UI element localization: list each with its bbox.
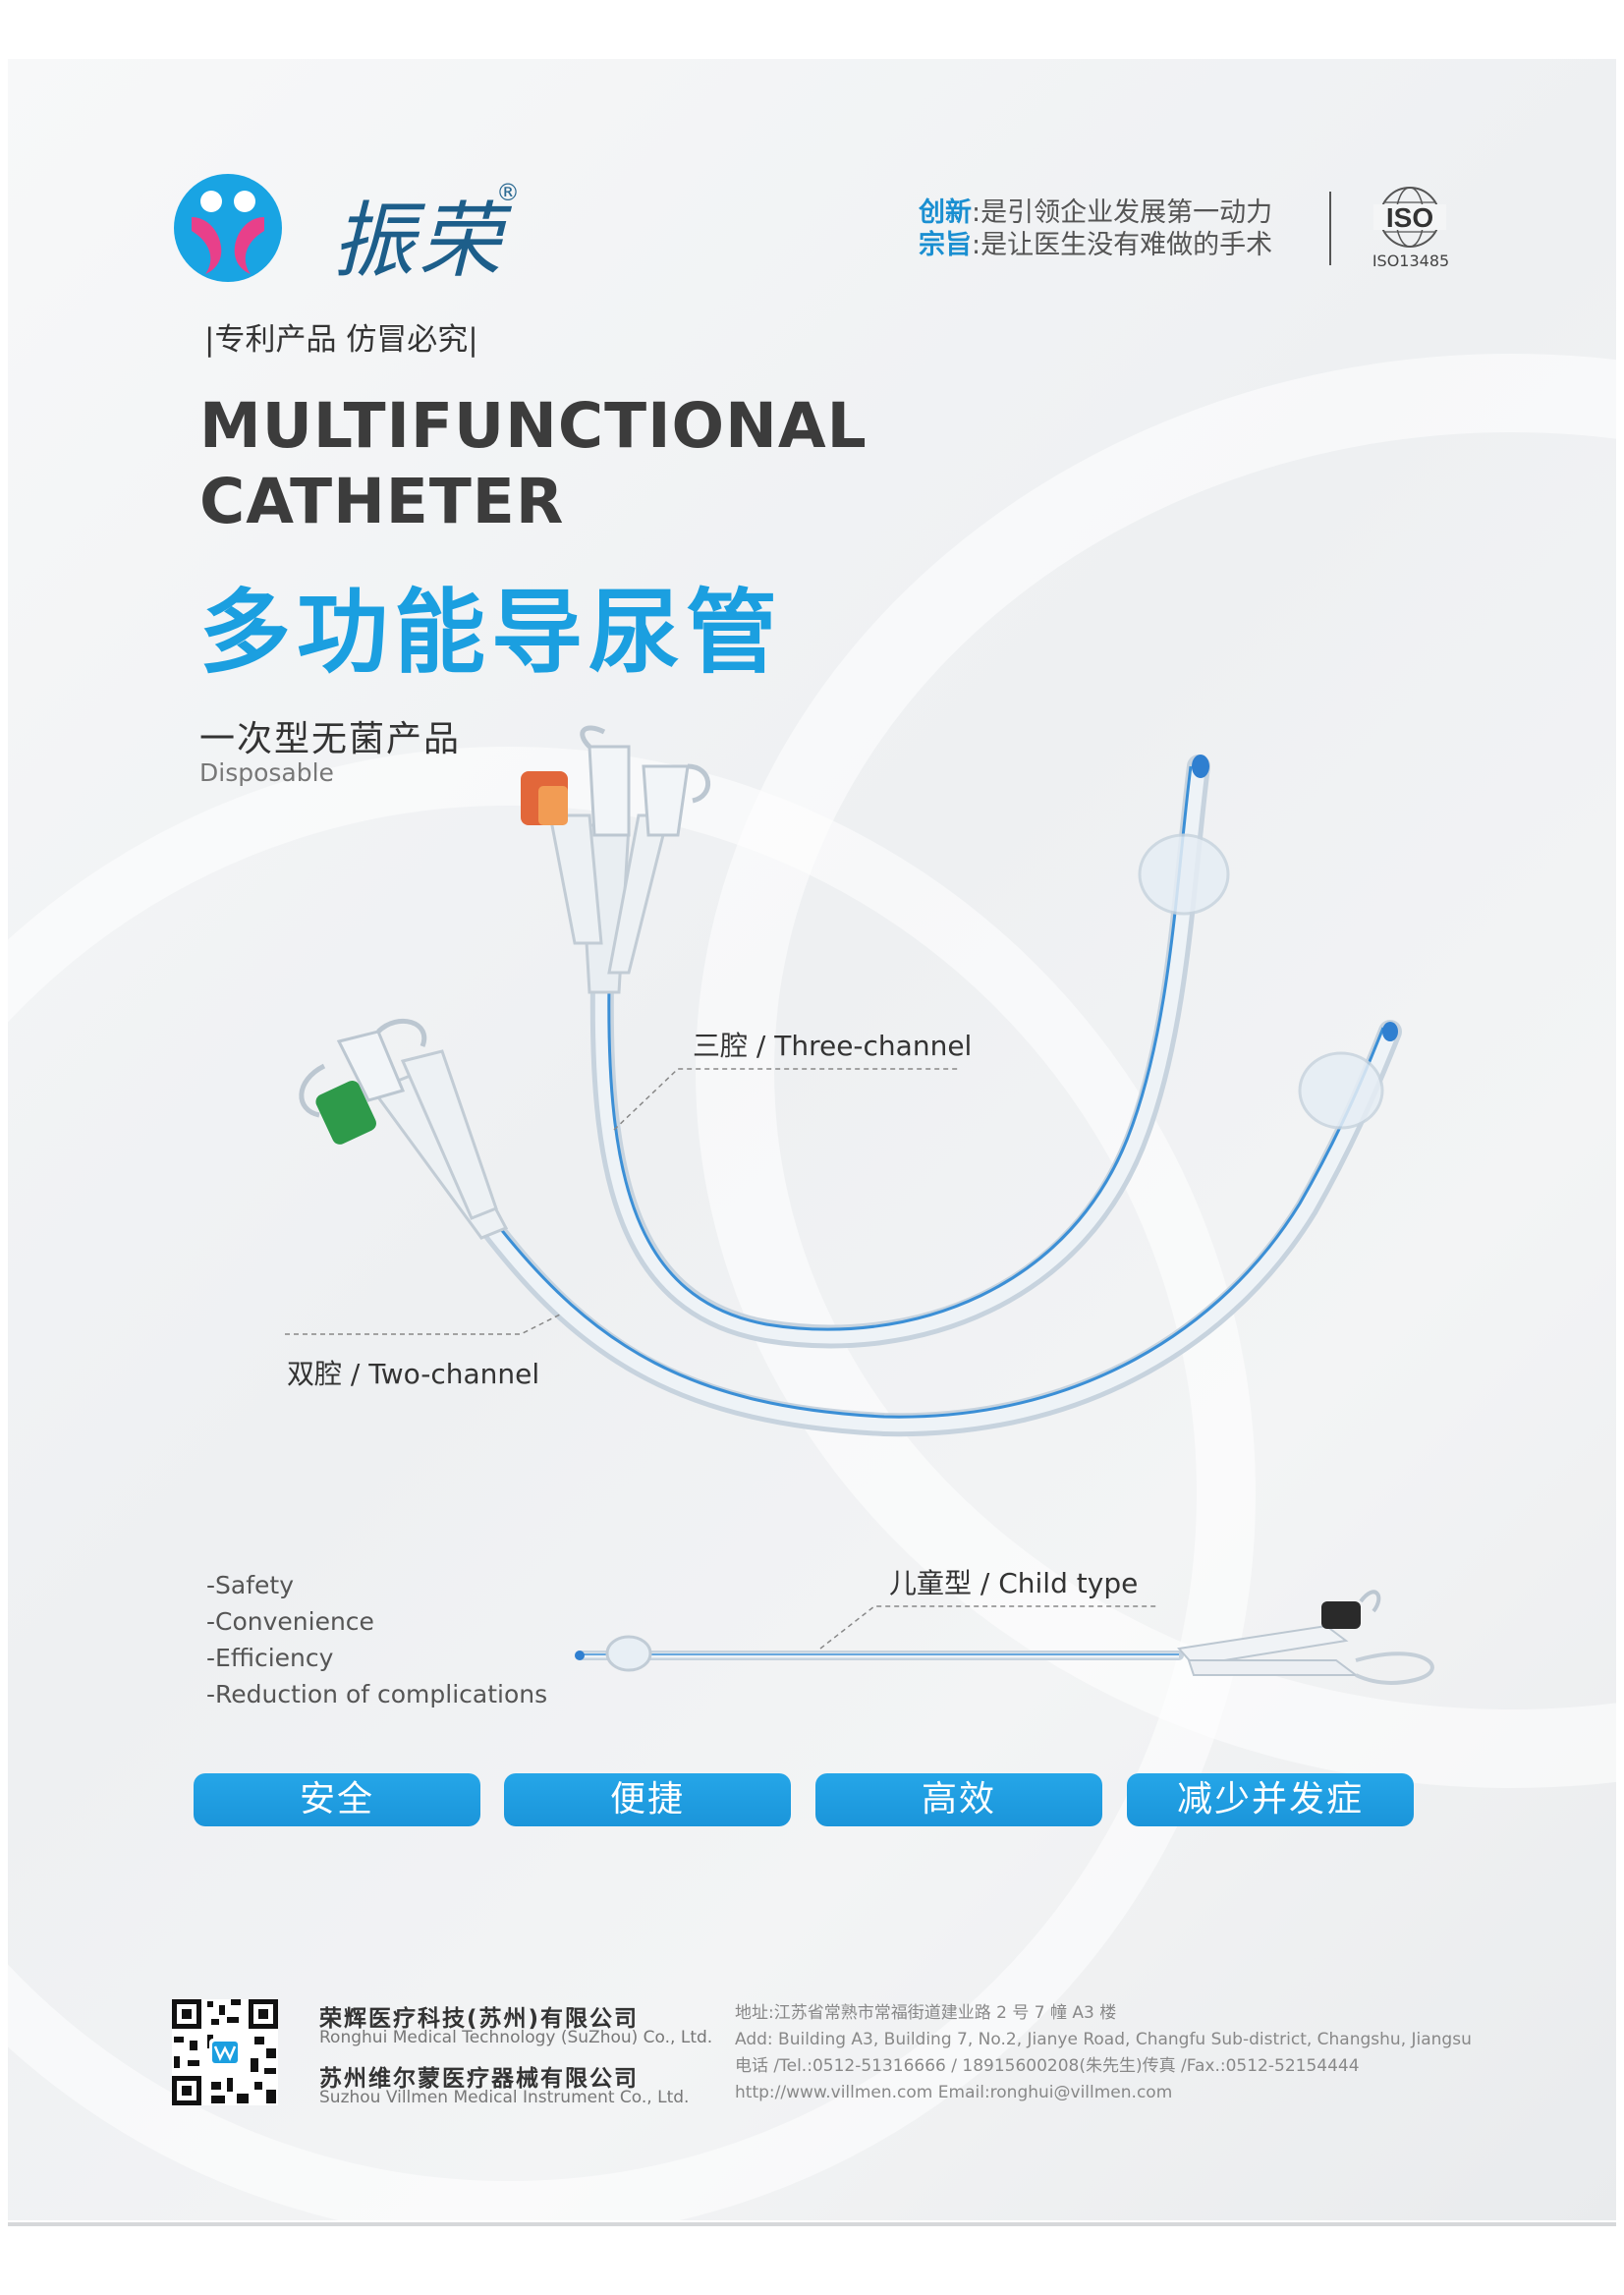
iso-globe-icon: ISO: [1373, 187, 1446, 248]
child-type-label: 儿童型 / Child type: [889, 1567, 1139, 1599]
feature-item: -Reduction of complications: [206, 1680, 548, 1708]
feature-pill-safety: 安全: [194, 1773, 480, 1826]
title-chinese: 多功能导尿管: [199, 580, 783, 686]
company2-name-cn: 苏州维尔蒙医疗器械有限公司: [319, 2066, 639, 2092]
vertical-divider: [1329, 192, 1331, 265]
child-type-catheter: [575, 1590, 1434, 1685]
feature-item: -Safety: [206, 1571, 294, 1599]
contact-info: 地址:江苏省常熟市常福街道建业路 2 号 7 幢 A3 楼 Add: Build…: [735, 2000, 1472, 2106]
company1-name-en: Ronghui Medical Technology (SuZhou) Co.,…: [319, 2028, 713, 2047]
feature-pill-complications: 减少并发症: [1127, 1773, 1414, 1826]
feature-pill-convenience: 便捷: [504, 1773, 791, 1826]
disposable-cn: 一次型无菌产品: [199, 719, 462, 759]
child-type-leader-line: [819, 1605, 1159, 1650]
company2-name-en: Suzhou Villmen Medical Instrument Co., L…: [319, 2088, 690, 2107]
company1-name-cn: 荣辉医疗科技(苏州)有限公司: [319, 2006, 640, 2032]
iso-logo-text: ISO: [1386, 202, 1433, 233]
three-channel-label: 三腔 / Three-channel: [693, 1030, 973, 1062]
slogan-line-2: 宗旨:是让医生没有难做的手术: [919, 229, 1312, 261]
slogan-text-1: :是引领企业发展第一动力: [972, 197, 1273, 228]
registered-mark: ®: [496, 179, 520, 206]
slogan-text-2: :是让医生没有难做的手术: [972, 230, 1273, 260]
brand-logo-icon: [174, 174, 282, 282]
address-en: Add: Building A3, Building 7, No.2, Jian…: [735, 2030, 1472, 2049]
patent-notice: |专利产品 仿冒必究|: [204, 322, 478, 358]
slogan-line-1: 创新:是引领企业发展第一动力: [919, 196, 1312, 229]
feature-item: -Efficiency: [206, 1644, 334, 1672]
phone-fax: 电话 /Tel.:0512-51316666 / 18915600208(朱先生…: [735, 2056, 1360, 2076]
title-english: MULTIFUNCTIONAL CATHETER: [199, 390, 868, 537]
brand-name: 振荣: [332, 193, 506, 289]
three-channel-leader-line: [613, 1068, 958, 1131]
address-cn: 地址:江苏省常熟市常福街道建业路 2 号 7 幢 A3 楼: [735, 2003, 1117, 2023]
feature-item: -Convenience: [206, 1607, 374, 1636]
qr-code-icon: [172, 1999, 278, 2105]
disposable-en: Disposable: [199, 758, 334, 787]
slogan-key-1: 创新: [919, 197, 972, 228]
iso-certificate-label: ISO13485: [1372, 252, 1450, 270]
slogan-key-2: 宗旨: [919, 230, 972, 260]
two-channel-catheter: [299, 1018, 1402, 1437]
slogan: 创新:是引领企业发展第一动力 宗旨:是让医生没有难做的手术: [919, 196, 1312, 261]
three-channel-catheter: [521, 725, 1230, 1349]
two-channel-label: 双腔 / Two-channel: [287, 1358, 540, 1390]
feature-pill-efficiency: 高效: [815, 1773, 1102, 1826]
website-email: http://www.villmen.com Email:ronghui@vil…: [735, 2083, 1173, 2102]
bottom-border: [8, 2222, 1616, 2226]
two-channel-leader-line: [285, 1314, 561, 1335]
feature-button-row: 安全 便捷 高效 减少并发症: [194, 1773, 1414, 1826]
feature-list: -Safety -Convenience -Efficiency -Reduct…: [206, 1567, 547, 1712]
